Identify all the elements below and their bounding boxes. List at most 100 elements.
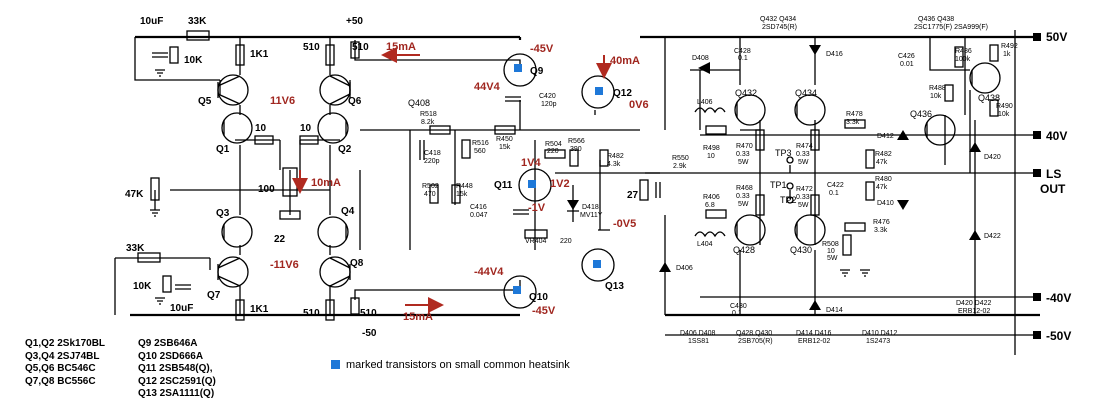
voltage-neg45-bottom: -45V — [532, 305, 556, 317]
r482-value: 4.3k — [607, 161, 621, 168]
heatsink-marker-icon — [331, 360, 340, 369]
l404-label: L404 — [697, 241, 713, 248]
r482b-label: R482 — [875, 151, 892, 158]
r518-value: 8.2k — [421, 119, 435, 126]
r486-label: R486 — [955, 48, 972, 55]
input-transistors — [217, 74, 351, 288]
legend-text: marked transistors on small common heats… — [346, 359, 570, 371]
r482-label: R482 — [607, 153, 624, 160]
c426-value: 0.01 — [900, 61, 914, 68]
r490-label: R490 — [996, 103, 1013, 110]
r450-label: R450 — [496, 136, 513, 143]
parts-list-col1: Q1,Q2 2Sk170BL Q3,Q4 2SJ74BL Q5,Q6 BC546… — [25, 338, 105, 388]
tp3-label: TP3 — [775, 148, 792, 158]
voltage-neg0v5: -0V5 — [613, 218, 636, 230]
r472-label: R472 — [796, 186, 813, 193]
c422-value: 0.1 — [829, 190, 839, 197]
d420-label: D420 — [984, 154, 1001, 161]
tp1-label: TP1 — [770, 180, 787, 190]
input-stage-wiring — [154, 37, 521, 315]
r-510c-label: 510 — [303, 308, 320, 319]
parts-item: Q3,Q4 2SJ74BL — [25, 350, 100, 362]
parts-item: Q7,Q8 BC556C — [25, 375, 96, 387]
c416-label: C416 — [470, 204, 487, 211]
r508-label: R508 — [822, 241, 839, 248]
c428-label: C428 — [734, 48, 751, 55]
r486-value: 100k — [955, 56, 971, 63]
r406-label: R406 — [703, 194, 720, 201]
q9-label: Q9 — [530, 66, 544, 77]
ftr-d406: D406 D408 — [680, 330, 716, 337]
heatsink-legend: marked transistors on small common heats… — [331, 359, 570, 371]
current-15ma-bottom: 15mA — [403, 311, 433, 323]
r566-label: R566 — [568, 138, 585, 145]
r482b-value: 47k — [876, 159, 888, 166]
voltage-neg44v4: -44V4 — [474, 266, 504, 278]
labels: +50 -50 50V 40V LS OUT -40V -50V 10uF 33… — [125, 16, 1071, 345]
rail-40v-label: 40V — [1046, 129, 1067, 143]
r-bot-label: 33K — [126, 243, 145, 254]
c418-value: 220p — [424, 158, 440, 165]
voltage-0v6: 0V6 — [629, 99, 649, 111]
d406-label: D406 — [676, 265, 693, 272]
d420-422-label: D420 D422 — [956, 300, 992, 307]
driver-transistors — [503, 53, 615, 309]
c-bot-label: 10uF — [170, 303, 193, 314]
c416-value: 0.047 — [470, 212, 488, 219]
r-10b-label: 10 — [300, 123, 312, 134]
r450-value: 15k — [499, 144, 511, 151]
d416-label: D416 — [826, 51, 843, 58]
d418-label: D418 — [582, 204, 599, 211]
voltage-neg1v: -1V — [528, 202, 546, 214]
r504-label: R504 — [545, 141, 562, 148]
rail-terminals — [600, 30, 1041, 355]
r566-value: 390 — [570, 146, 582, 153]
r-22-label: 22 — [274, 234, 286, 245]
c426-label: C426 — [898, 53, 915, 60]
parts-item: Q13 2SA1111(Q) — [138, 388, 215, 400]
r476-value: 3.3k — [874, 227, 888, 234]
ftr-erb: ERB12-02 — [798, 338, 830, 345]
parts-list-col2: Q9 2SB646A Q10 2SD666A Q11 2SB548(Q), Q1… — [138, 338, 216, 401]
vr404-value: 220 — [560, 238, 572, 245]
vr404-label: VR404 — [525, 238, 547, 245]
r490-value: 10k — [998, 111, 1010, 118]
r516-label: R516 — [472, 140, 489, 147]
current-40ma: 40mA — [610, 55, 640, 67]
ftr-q428: Q428 Q430 — [736, 330, 772, 337]
q2-label: Q2 — [338, 144, 352, 155]
r488-label: R488 — [929, 85, 946, 92]
d408-label: D408 — [692, 55, 709, 62]
voltage-11v6: 11V6 — [270, 95, 295, 107]
d410-label: D410 — [877, 200, 894, 207]
r-top-label: 33K — [188, 16, 207, 27]
grounds — [150, 69, 870, 305]
parts-item: Q5,Q6 BC546C — [25, 363, 96, 375]
r502-value: 470 — [424, 191, 436, 198]
r518-label: R518 — [420, 111, 437, 118]
driver-resistors — [429, 125, 649, 239]
voltage-1v4: 1V4 — [521, 157, 541, 169]
c418-label: C418 — [424, 150, 441, 157]
r480-label: R480 — [875, 176, 892, 183]
r-1k1-top-label: 1K1 — [250, 49, 269, 60]
r468-label: R468 — [736, 185, 753, 192]
r-10k-top-label: 10K — [184, 55, 203, 66]
q430-label: Q430 — [790, 245, 812, 255]
r508-value: 10 — [827, 248, 835, 255]
voltage-neg45-top: -45V — [530, 43, 554, 55]
r474-watt: 5W — [798, 159, 809, 166]
q434-label: Q434 — [795, 88, 817, 98]
voltage-44v4-top: 44V4 — [474, 81, 501, 93]
r470-watt: 5W — [738, 159, 749, 166]
q428-label: Q428 — [733, 245, 755, 255]
r550-value: 2.9k — [673, 163, 687, 170]
pot-100-label: 100 — [258, 184, 275, 195]
parts-item: Q9 2SB646A — [138, 338, 198, 349]
q438-label: Q438 — [978, 93, 1000, 103]
parts-item: Q12 2SC2591(Q) — [138, 375, 216, 387]
r492-label: R492 — [1001, 43, 1018, 50]
ftr-2sb705: 2SB705(R) — [738, 338, 773, 345]
driver-wiring — [360, 100, 660, 250]
r-510a-label: 510 — [303, 42, 320, 53]
